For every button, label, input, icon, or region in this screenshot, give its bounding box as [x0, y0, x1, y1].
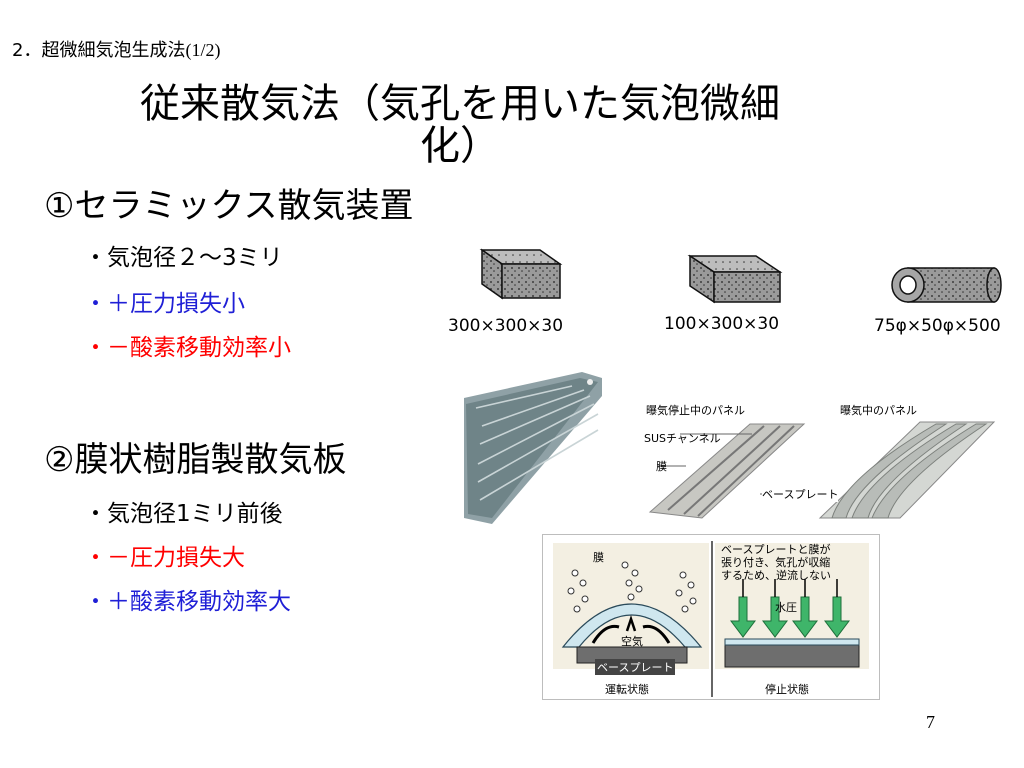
ceramic-tube-icon: [891, 267, 1002, 303]
ceramic-diffuser-figures: [479, 248, 1002, 304]
label-panel-stopped: 曝気停止中のパネル: [646, 404, 745, 417]
ceramic-slab-icon: [687, 254, 783, 304]
caption-stopped: 停止状態: [765, 683, 809, 696]
ceramic-bullet-oxygen-transfer: ・－酸素移動効率小: [84, 335, 291, 361]
label-sus-channel: SUSチャンネル: [644, 432, 721, 445]
label-state-baseplate: ベースプレート: [595, 659, 676, 675]
membrane-bullet-bubble-size: ・気泡径1ミリ前後: [84, 501, 283, 527]
panel-diagram: 曝気停止中のパネル 曝気中のパネル SUSチャンネル 膜 ベースプレート: [640, 400, 996, 524]
dim-label-square: 300×300×30: [448, 316, 564, 336]
ceramic-bullet-pressure-loss: ・＋圧力損失小: [84, 291, 245, 317]
state-diagram-drawing: [553, 541, 869, 697]
membrane-bullet-oxygen-transfer: ・＋酸素移動効率大: [84, 589, 291, 615]
section-label: 2．超微細気泡生成法(1/2): [12, 36, 220, 62]
ceramic-heading: ①セラミックス散気装置: [44, 186, 414, 226]
note-line-2: 張り付き、気孔が収縮: [721, 556, 831, 569]
page-number: 7: [926, 712, 935, 732]
title-line-2: 化）: [420, 123, 500, 169]
label-stopped-note: ベースプレートと膜が 張り付き、気孔が収縮 するため、逆流しない: [721, 543, 831, 582]
note-line-1: ベースプレートと膜が: [721, 543, 831, 556]
slide-title: 従来散気法（気孔を用いた気泡微細 化）: [60, 76, 860, 174]
membrane-bullet-pressure-loss: ・－圧力損失大: [84, 545, 245, 571]
membrane-panel-photo: [452, 368, 606, 532]
ceramic-bullet-bubble-size: ・気泡径２～3ミリ: [84, 245, 283, 271]
label-membrane: 膜: [656, 460, 667, 473]
section-page: (1/2): [185, 40, 221, 60]
section-label-text: 2．超微細気泡生成法: [12, 40, 186, 61]
title-line-1: 従来散気法（気孔を用いた気泡微細: [140, 81, 780, 127]
dim-label-tube: 75φ×50φ×500: [874, 316, 1001, 336]
label-state-membrane: 膜: [593, 551, 604, 564]
membrane-heading: ②膜状樹脂製散気板: [44, 440, 347, 480]
label-panel-active: 曝気中のパネル: [840, 404, 917, 417]
label-water-pressure: 水圧: [775, 601, 797, 614]
note-line-3: するため、逆流しない: [721, 569, 831, 582]
label-air: 空気: [621, 635, 643, 648]
state-diagram: 膜 空気 ベースプレート ベースプレートと膜が 張り付き、気孔が収縮 するため、…: [542, 534, 880, 700]
label-baseplate: ベースプレート: [762, 486, 839, 502]
dim-label-slab: 100×300×30: [664, 314, 780, 334]
ceramic-square-tile-icon: [479, 248, 563, 300]
caption-running: 運転状態: [605, 683, 649, 696]
panel-diagram-drawing: [648, 421, 996, 519]
